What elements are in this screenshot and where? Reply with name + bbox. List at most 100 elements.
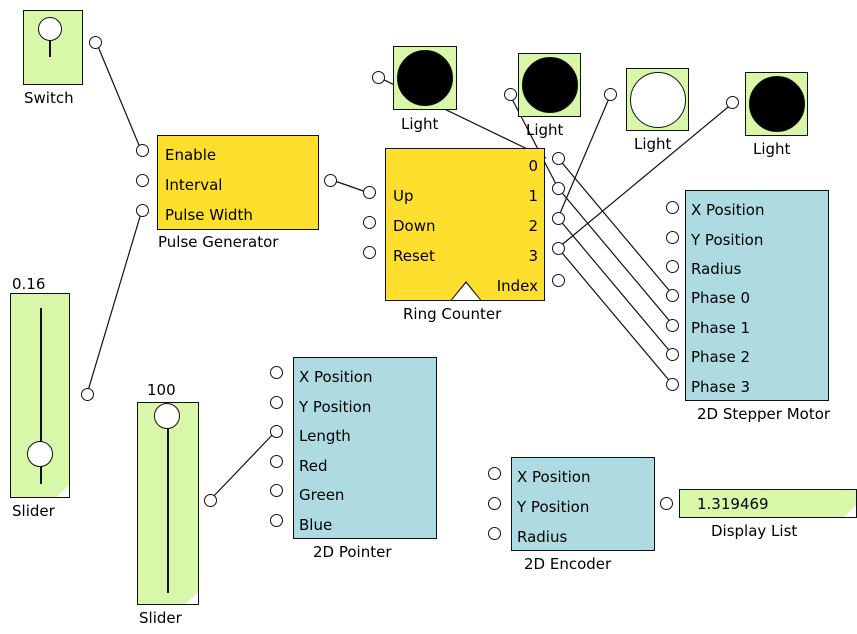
light-4-input-port[interactable] <box>726 96 739 109</box>
light-4-bulb-icon <box>749 76 805 132</box>
light-2-input-port[interactable] <box>504 88 517 101</box>
wire-out1-phase1 <box>557 187 674 326</box>
light-1-input-port[interactable] <box>372 71 385 84</box>
pointer-input-label-x-position: X Position <box>299 368 373 386</box>
pointer-input-label-blue: Blue <box>299 516 333 534</box>
ring-output-port-index[interactable] <box>552 274 565 287</box>
ring-counter-block[interactable]: Up Down Reset 0 1 2 3 Index <box>385 148 545 301</box>
slider-bottom-output-port[interactable] <box>204 494 217 507</box>
stepper-input-label-x-position: X Position <box>691 201 765 219</box>
pointer-input-port-x-position[interactable] <box>270 366 283 379</box>
pointer-caption: 2D Pointer <box>313 543 392 561</box>
pulse-generator-caption: Pulse Generator <box>158 233 279 251</box>
pulse-input-label-pulse-width: Pulse Width <box>165 206 253 224</box>
light-1-caption: Light <box>401 115 439 133</box>
slider-bottom-knob[interactable] <box>154 403 180 429</box>
wire-switch-enable <box>96 43 142 151</box>
encoder-input-port-y-position[interactable] <box>488 497 501 510</box>
stepper-input-port-phase-0[interactable] <box>666 289 679 302</box>
ring-output-label-1: 1 <box>528 187 538 205</box>
stepper-input-label-radius: Radius <box>691 260 742 278</box>
display-list-resize-icon[interactable] <box>844 505 856 517</box>
pointer-input-label-red: Red <box>299 457 328 475</box>
stepper-input-label-phase-2: Phase 2 <box>691 348 751 366</box>
ring-input-port-reset[interactable] <box>363 246 376 259</box>
ring-input-label-down: Down <box>393 217 436 235</box>
light-1-bulb-icon <box>397 50 453 106</box>
ring-input-port-up[interactable] <box>363 186 376 199</box>
stepper-input-label-y-position: Y Position <box>691 231 764 249</box>
pulse-generator-block[interactable]: Enable Interval Pulse Width <box>157 135 319 230</box>
pointer-input-port-y-position[interactable] <box>270 396 283 409</box>
pulse-input-port-enable[interactable] <box>136 144 149 157</box>
wire-out2-phase2 <box>557 217 674 356</box>
light-3-input-port[interactable] <box>604 88 617 101</box>
stepper-input-port-phase-2[interactable] <box>666 348 679 361</box>
switch-toggle-icon[interactable] <box>38 17 62 57</box>
ring-input-port-down[interactable] <box>363 216 376 229</box>
wire-slider2-length <box>209 430 277 501</box>
stepper-input-port-x-position[interactable] <box>666 201 679 214</box>
pointer-input-port-red[interactable] <box>270 455 283 468</box>
stepper-motor-block[interactable]: X Position Y Position Radius Phase 0 Pha… <box>685 190 829 401</box>
slider-left-block[interactable] <box>10 293 70 498</box>
pulse-input-port-interval[interactable] <box>136 174 149 187</box>
ring-input-label-reset: Reset <box>393 247 435 265</box>
slider-left-value: 0.16 <box>12 275 46 293</box>
pulse-output-port[interactable] <box>324 174 337 187</box>
ring-output-label-2: 2 <box>528 217 538 235</box>
slider-left-output-port[interactable] <box>81 388 94 401</box>
slider-bottom-caption: Slider <box>139 609 182 627</box>
display-list-block[interactable]: 1.319469 <box>679 489 857 518</box>
wire-out3-phase3 <box>557 247 674 386</box>
light-3-block[interactable] <box>626 68 689 131</box>
stepper-input-label-phase-1: Phase 1 <box>691 319 751 337</box>
light-2-caption: Light <box>526 121 564 139</box>
encoder-input-port-radius[interactable] <box>488 527 501 540</box>
ring-output-port-1[interactable] <box>552 182 565 195</box>
wire-slider-pulsewidth <box>86 209 143 395</box>
pointer-input-port-green[interactable] <box>270 484 283 497</box>
stepper-input-port-y-position[interactable] <box>666 231 679 244</box>
ring-counter-trigger-icon <box>450 281 482 301</box>
pointer-input-label-y-position: Y Position <box>299 398 372 416</box>
wire-pulse-up <box>331 179 370 194</box>
encoder-input-port-x-position[interactable] <box>488 467 501 480</box>
wire-light4-out3 <box>557 102 734 249</box>
slider-bottom-track <box>167 417 169 593</box>
light-4-block[interactable] <box>745 72 808 136</box>
switch-block[interactable] <box>23 10 83 85</box>
light-3-caption: Light <box>634 135 672 153</box>
stepper-input-label-phase-3: Phase 3 <box>691 378 751 396</box>
stepper-input-port-radius[interactable] <box>666 260 679 273</box>
light-4-caption: Light <box>753 140 791 158</box>
stepper-input-port-phase-1[interactable] <box>666 319 679 332</box>
ring-output-label-0: 0 <box>528 157 538 175</box>
stepper-input-port-phase-3[interactable] <box>666 378 679 391</box>
display-list-value: 1.319469 <box>697 495 769 513</box>
light-2-bulb-icon <box>522 57 578 113</box>
encoder-output-port[interactable] <box>660 497 673 510</box>
slider-left-knob[interactable] <box>27 441 53 467</box>
ring-output-port-3[interactable] <box>552 242 565 255</box>
ring-output-port-0[interactable] <box>552 152 565 165</box>
slider-left-resize-icon[interactable] <box>57 485 69 497</box>
light-2-block[interactable] <box>518 53 581 117</box>
pointer-input-label-green: Green <box>299 486 345 504</box>
encoder-input-label-radius: Radius <box>517 528 568 546</box>
ring-output-port-2[interactable] <box>552 212 565 225</box>
light-1-block[interactable] <box>393 46 457 110</box>
display-list-caption: Display List <box>711 522 798 540</box>
slider-bottom-resize-icon[interactable] <box>186 592 198 604</box>
switch-output-port[interactable] <box>89 36 102 49</box>
slider-bottom-block[interactable] <box>137 402 199 605</box>
pulse-input-port-pulse-width[interactable] <box>136 204 149 217</box>
encoder-block[interactable]: X Position Y Position Radius <box>511 457 655 551</box>
pointer-block[interactable]: X Position Y Position Length Red Green B… <box>293 357 437 539</box>
pointer-input-port-blue[interactable] <box>270 514 283 527</box>
pulse-input-label-enable: Enable <box>165 146 217 164</box>
pointer-input-port-length[interactable] <box>270 425 283 438</box>
slider-bottom-value: 100 <box>147 381 176 399</box>
ring-output-label-3: 3 <box>528 247 538 265</box>
